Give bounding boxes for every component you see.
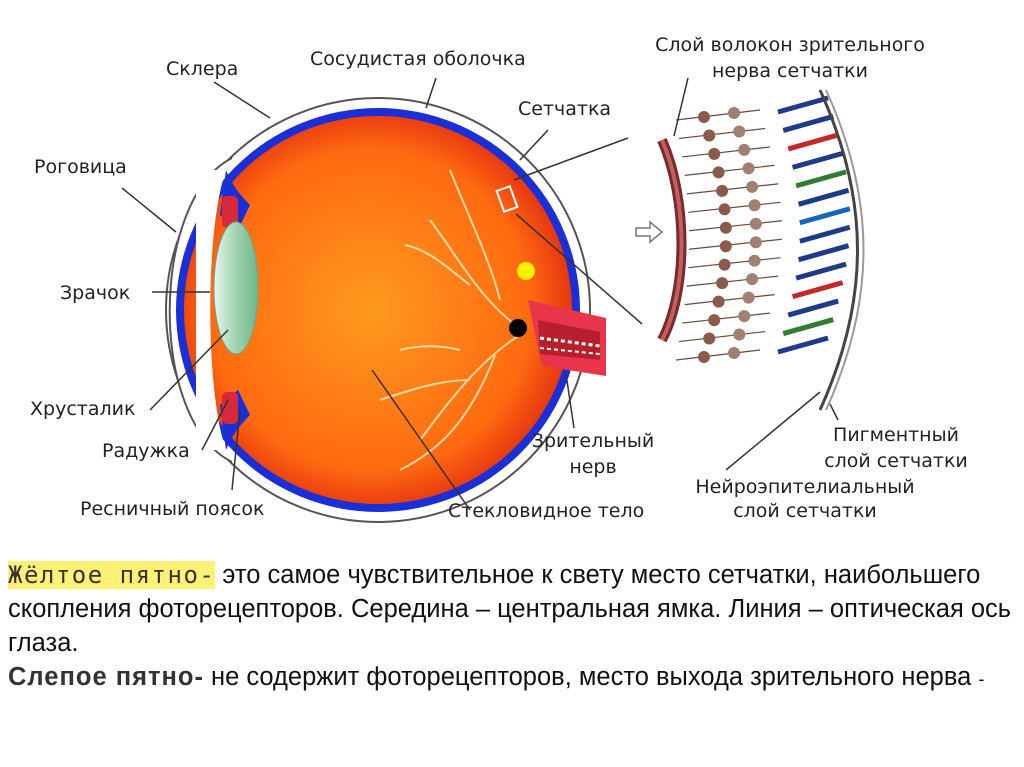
label-vitreous: Стекловидное тело <box>448 500 644 522</box>
nerve-fiber <box>688 258 780 268</box>
label-neuro-1: Нейроэпителиальный <box>680 476 930 498</box>
blind-spot-marker <box>509 319 527 337</box>
photoreceptor <box>783 320 833 334</box>
yellow-spot-marker <box>517 262 535 280</box>
label-ciliary: Ресничный поясок <box>80 498 264 520</box>
neuron-cell <box>750 218 762 230</box>
photoreceptor <box>800 209 850 223</box>
neuron-cell <box>746 273 758 285</box>
nerve-fiber <box>687 276 778 286</box>
neuron-cell <box>698 351 710 363</box>
neuron-cell <box>708 314 720 326</box>
nerve-fiber <box>679 128 765 138</box>
photoreceptor <box>796 264 846 278</box>
photoreceptor <box>796 172 846 186</box>
neuron-cell <box>749 199 761 211</box>
neuron-cell <box>703 129 715 141</box>
neuron-cell <box>733 125 745 137</box>
neuron-cell <box>743 162 755 174</box>
neuron-cell <box>749 255 761 267</box>
neuron-cell <box>720 222 732 234</box>
label-choroid: Сосудистая оболочка <box>310 48 526 70</box>
neuron-cell <box>728 347 740 359</box>
photoreceptor <box>793 283 843 297</box>
neuron-cell <box>713 296 725 308</box>
photoreceptor <box>793 153 843 167</box>
neuron-cell <box>733 329 745 341</box>
blind-spot-end: - <box>978 669 984 689</box>
label-sclera: Склера <box>166 58 238 80</box>
nerve-fiber <box>685 295 775 305</box>
photoreceptor <box>783 116 833 130</box>
lens <box>214 222 258 354</box>
photoreceptor <box>778 338 828 352</box>
neuron-cell <box>743 292 755 304</box>
nerve-fiber <box>676 350 760 360</box>
label-iris: Радужка <box>102 440 190 462</box>
yellow-spot-term: Жёлтое пятно- <box>8 561 215 589</box>
neuron-cell <box>746 181 758 193</box>
nerve-fiber <box>687 184 778 194</box>
nerve-fiber <box>688 202 780 212</box>
label-fiber-layer-1: Слой волокон зрительного <box>634 34 946 56</box>
photoreceptor <box>799 190 849 204</box>
label-retina: Сетчатка <box>518 98 611 120</box>
neuron-cell <box>720 240 732 252</box>
label-pigment-2: слой сетчатки <box>806 450 986 472</box>
light-arrow-icon <box>636 222 662 242</box>
label-cornea: Роговица <box>34 156 127 178</box>
neuron-cell <box>698 111 710 123</box>
neuron-cell <box>716 277 728 289</box>
nerve-fiber <box>679 332 765 342</box>
photoreceptor <box>788 301 838 315</box>
neuron-cell <box>738 144 750 156</box>
neuron-cell <box>738 310 750 322</box>
neuron-cell <box>728 107 740 119</box>
photoreceptor <box>800 227 850 241</box>
neuron-cell <box>716 185 728 197</box>
blind-spot-text: не содержит фоторецепторов, место выхода… <box>204 663 978 691</box>
label-fiber-layer-2: нерва сетчатки <box>634 60 946 82</box>
neuron-cell <box>703 333 715 345</box>
label-pupil: Зрачок <box>60 282 130 304</box>
nerve-fiber <box>689 221 782 231</box>
label-pigment-1: Пигментный <box>806 424 986 446</box>
neuron-cell <box>750 236 762 248</box>
caption: Жёлтое пятно- это самое чувствительное к… <box>8 558 1018 696</box>
label-neuro-2: слой сетчатки <box>680 500 930 522</box>
label-optic-nerve-2: нерв <box>528 456 658 478</box>
photoreceptor <box>799 246 849 260</box>
nerve-fiber <box>682 147 770 157</box>
label-optic-nerve-1: Зрительный <box>528 430 658 452</box>
blind-spot-term: Слепое пятно- <box>8 663 204 691</box>
blind-spot-paragraph: Слепое пятно- не содержит фоторецепторов… <box>8 660 1018 696</box>
nerve-fiber <box>682 313 770 323</box>
nerve-fiber <box>676 110 760 120</box>
neuron-cell <box>719 203 731 215</box>
neuron-cell <box>713 166 725 178</box>
retina-layer-detail <box>636 90 864 410</box>
nerve-fiber <box>689 239 782 249</box>
nerve-fiber <box>685 165 775 175</box>
neuron-cell <box>708 148 720 160</box>
neuron-cell <box>719 259 731 271</box>
photoreceptor <box>788 135 838 149</box>
label-lens: Хрусталик <box>30 398 135 420</box>
yellow-spot-paragraph: Жёлтое пятно- это самое чувствительное к… <box>8 558 1018 660</box>
photoreceptor <box>778 98 828 112</box>
